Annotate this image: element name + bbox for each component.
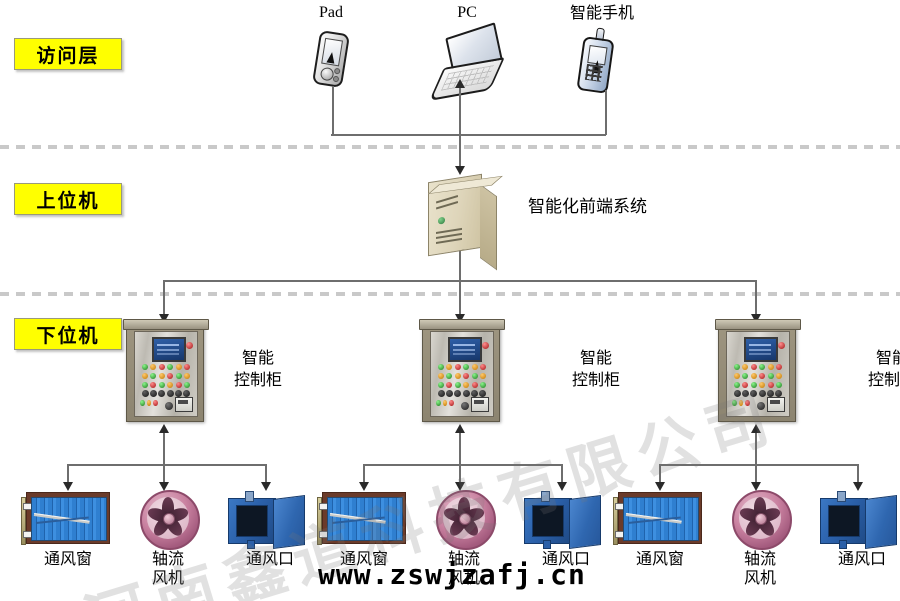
connector-group-2-bus: [363, 464, 561, 466]
axial-fan-icon: [732, 490, 792, 550]
arrow-into-vent-port-2: [557, 482, 567, 491]
connector-cabinet-bus-left-leg: [163, 280, 165, 316]
arrow-into-axial-fan-3: [751, 482, 761, 491]
connector-g1-leg-2: [163, 464, 165, 484]
connector-server-to-access: [459, 247, 461, 293]
pc-label: PC: [457, 4, 477, 21]
vent-port-1-label: 通风口: [245, 549, 294, 568]
connector-cabinet-2-riser: [459, 430, 461, 466]
connector-g1-leg-3: [265, 464, 267, 484]
connector-access-bus: [331, 134, 606, 136]
connector-pad-drop: [332, 86, 334, 135]
connector-g2-leg-2: [459, 464, 461, 484]
arrow-into-vent-port-1: [261, 482, 271, 491]
ventilation-window-icon: [613, 492, 702, 545]
axial-fan-icon: [436, 490, 496, 550]
connector-pc-riser: [459, 86, 461, 135]
arrow-into-axial-fan-1: [159, 482, 169, 491]
control-cabinet-icon: [715, 319, 801, 422]
vent-window-1-label: 通风窗: [43, 549, 92, 568]
arrow-into-vent-window-2: [359, 482, 369, 491]
layer-divider-upper-lower: [0, 292, 900, 296]
axial-fan-icon: [140, 490, 200, 550]
vent-window-3-label: 通风窗: [635, 549, 684, 568]
arrow-into-vent-window-3: [655, 482, 665, 491]
ventilation-window-icon: [21, 492, 110, 545]
axial-fan-1-label: 轴流 风机: [151, 549, 184, 588]
arrow-into-cabinet-2-bottom: [455, 424, 465, 433]
layer-tag-upper-machine: 上位机: [14, 183, 122, 215]
arrow-into-pc: [455, 79, 465, 88]
connector-g2-leg-1: [363, 464, 365, 484]
vent-window-2-label: 通风窗: [339, 549, 388, 568]
arrow-into-cabinet-1-bottom: [159, 424, 169, 433]
connector-g3-leg-3: [857, 464, 859, 484]
control-cabinet-icon: [419, 319, 505, 422]
control-cabinet-icon: [123, 319, 209, 422]
arrow-into-cabinet-1: [159, 314, 169, 323]
connector-g2-leg-3: [561, 464, 563, 484]
smartphone-label: 智能手机: [569, 3, 634, 22]
server-label: 智能化前端系统: [528, 197, 647, 217]
connector-access-to-server: [459, 134, 461, 166]
axial-fan-3-label: 轴流 风机: [743, 549, 776, 588]
cabinet-2-label: 智能 控制柜: [571, 348, 620, 389]
arrow-into-vent-port-3: [853, 482, 863, 491]
connector-group-1-bus: [67, 464, 265, 466]
axial-fan-2-label: 轴流 风机: [447, 549, 480, 588]
layer-divider-access-upper: [0, 145, 900, 149]
arrow-into-cabinet-2: [455, 314, 465, 323]
pad-label: Pad: [319, 4, 343, 21]
ventilation-window-icon: [317, 492, 406, 545]
cabinet-1-label: 智能 控制柜: [233, 348, 282, 389]
vent-port-2-label: 通风口: [541, 549, 590, 568]
connector-g1-leg-1: [67, 464, 69, 484]
connector-phone-drop: [605, 90, 607, 135]
vent-port-3-label: 通风口: [837, 549, 886, 568]
cabinet-3-label: 智能 控制柜: [867, 348, 900, 389]
connector-g3-leg-2: [755, 464, 757, 484]
layer-tag-access: 访问层: [14, 38, 122, 70]
connector-g3-leg-1: [659, 464, 661, 484]
arrow-into-cabinet-3: [751, 314, 761, 323]
url-watermark: www.zswjzafj.cn: [318, 558, 586, 591]
arrow-into-cabinet-3-bottom: [751, 424, 761, 433]
connector-cabinet-1-riser: [163, 430, 165, 466]
connector-group-3-bus: [659, 464, 857, 466]
arrow-into-axial-fan-2: [455, 482, 465, 491]
connector-cabinet-bus-right-leg: [755, 280, 757, 316]
arrow-into-vent-window-1: [63, 482, 73, 491]
layer-tag-lower-machine: 下位机: [14, 318, 122, 350]
arrow-into-server-top: [455, 166, 465, 175]
connector-cabinet-3-riser: [755, 430, 757, 466]
connector-cabinet-bus-mid-leg: [459, 280, 461, 316]
